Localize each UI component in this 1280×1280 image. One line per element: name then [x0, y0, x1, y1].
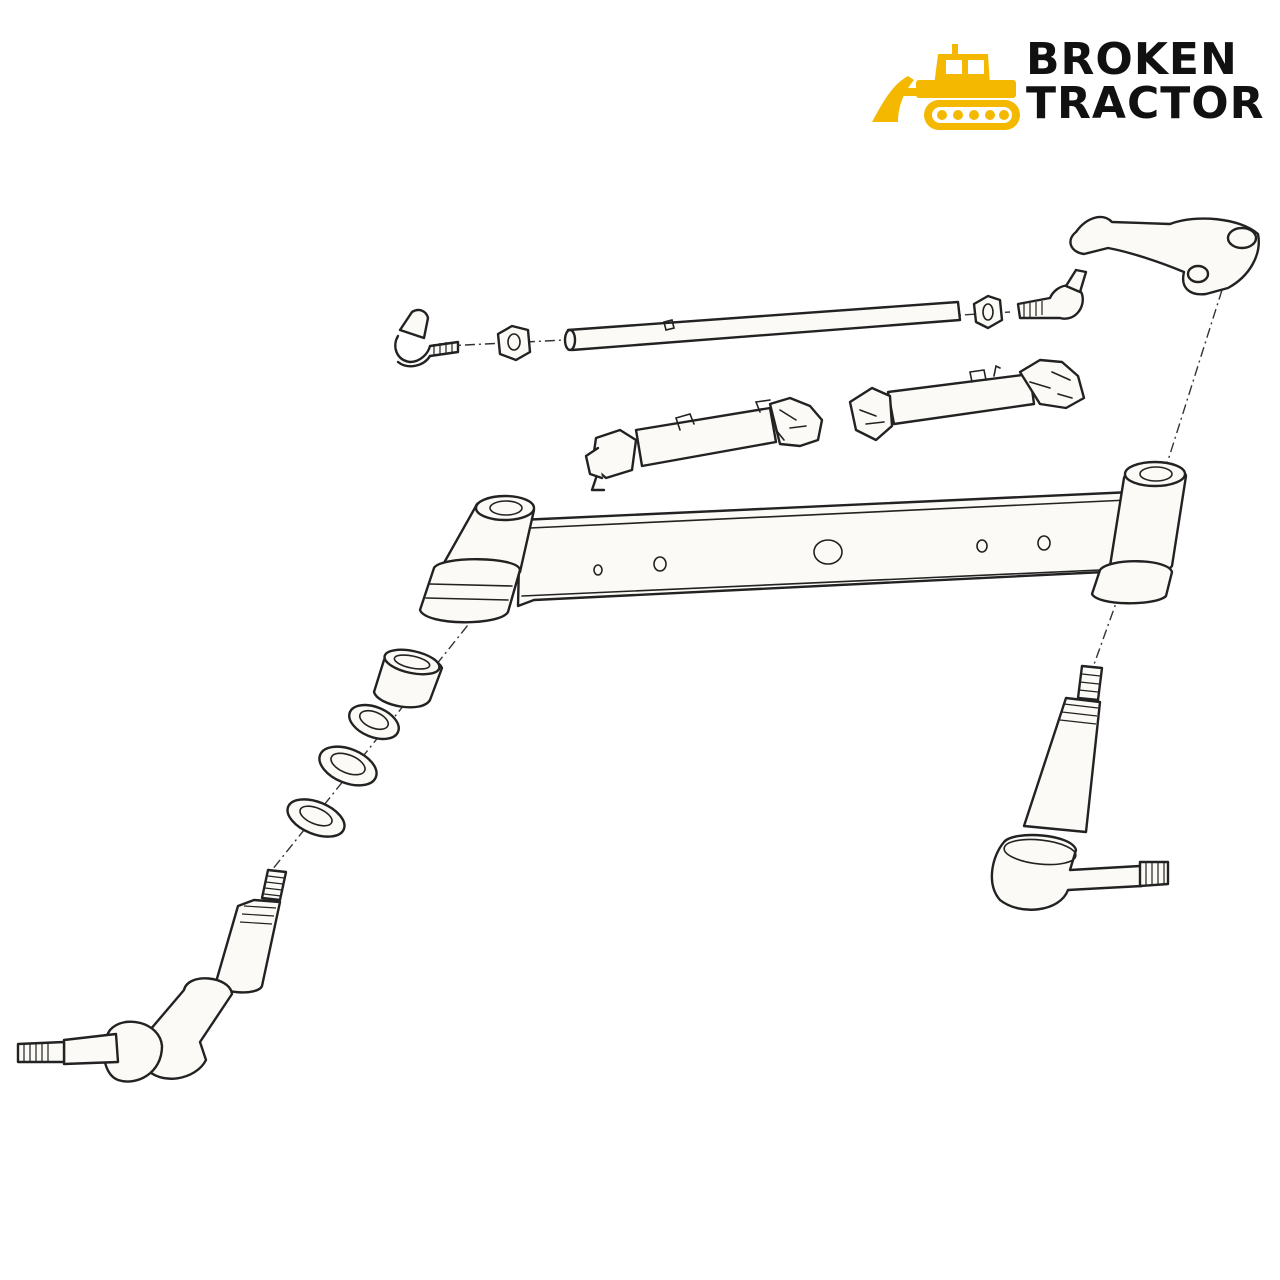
kingpin-seal-2: [318, 745, 378, 787]
left-spindle: [16, 868, 288, 1083]
left-steering-cylinder: [584, 396, 824, 492]
kingpin-seal-1: [348, 703, 400, 741]
right-kingpin-boss: [1090, 460, 1188, 605]
kingpin-bushing: [372, 648, 444, 709]
steering-arm: [1069, 215, 1260, 296]
thrust-washer: [286, 798, 346, 838]
right-steering-cylinder: [848, 358, 1086, 442]
right-tie-rod-nut: [972, 294, 1004, 330]
bulldozer-icon: [872, 44, 1020, 130]
brand-wordmark: BROKEN TRACTOR: [1026, 38, 1265, 126]
right-spindle: [990, 664, 1170, 911]
broken-tractor-logo: [868, 36, 1258, 136]
brand-line-1: BROKEN: [1026, 34, 1238, 85]
left-tie-rod-end: [394, 308, 460, 368]
left-kingpin-boss: [418, 494, 536, 624]
right-tie-rod-end: [1016, 268, 1088, 320]
left-tie-rod-nut: [496, 324, 532, 362]
axle-beam: [516, 490, 1142, 608]
brand-line-2: TRACTOR: [1026, 78, 1265, 129]
tie-rod-tube: [563, 300, 962, 352]
